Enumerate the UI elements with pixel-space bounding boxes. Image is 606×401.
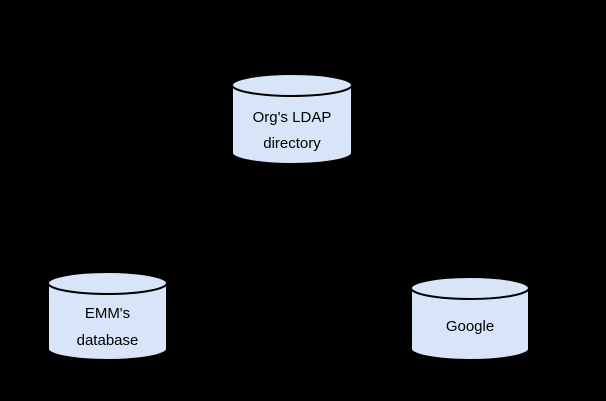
- node-label-line: database: [76, 332, 139, 349]
- cylinder-top-ellipse-outline: [410, 276, 530, 300]
- node-label-line: EMM's: [84, 305, 131, 322]
- node-emms-database: [46, 270, 169, 362]
- database-cylinder-icon: [410, 276, 530, 361]
- node-label-line: directory: [263, 135, 321, 152]
- node-label-orgs-ldap-directory: Org's LDAP directory: [230, 105, 354, 157]
- node-google: [409, 275, 531, 362]
- database-cylinder-icon: [47, 271, 168, 361]
- node-orgs-ldap-directory: [230, 72, 354, 166]
- cylinder-body: [48, 272, 167, 360]
- cylinder-top-ellipse: [48, 272, 167, 294]
- cylinder-top-ellipse-outline: [231, 73, 353, 97]
- cylinder-top-ellipse: [411, 277, 529, 299]
- node-label-line: Org's LDAP: [252, 109, 332, 126]
- node-label-emms-database: EMM's database: [46, 300, 169, 354]
- database-cylinder-icon: [231, 73, 353, 165]
- node-label-line: Google: [445, 318, 495, 335]
- cylinder-top-ellipse-outline: [47, 271, 168, 295]
- cylinder-body: [232, 74, 352, 164]
- cylinder-top-ellipse: [232, 74, 352, 96]
- node-label-google: Google: [409, 314, 531, 340]
